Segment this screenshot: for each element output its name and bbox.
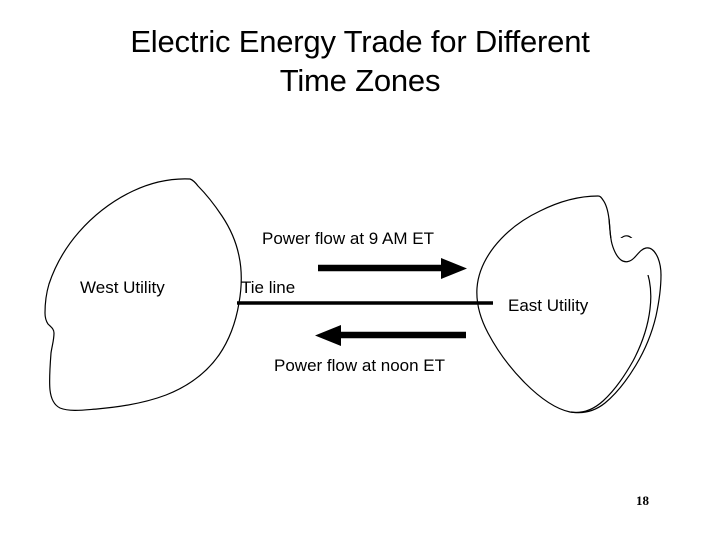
west-utility-shape <box>44 178 242 411</box>
east-utility-notch-outline <box>608 218 662 276</box>
power-flow-bottom-arrow <box>315 325 466 346</box>
east-utility-lower-right-outline <box>570 274 662 414</box>
power-flow-top-arrow <box>318 258 467 279</box>
page-title: Electric Energy Trade for Different Time… <box>130 24 590 98</box>
west-utility-label: West Utility <box>80 278 165 297</box>
tie-line-label: Tie line <box>241 278 296 297</box>
east-utility-label: East Utility <box>508 296 589 315</box>
power-flow-top-label: Power flow at 9 AM ET <box>262 229 434 248</box>
power-flow-bottom-label: Power flow at noon ET <box>274 356 446 375</box>
east-utility-notch <box>580 238 660 275</box>
page-number: 18 <box>636 493 649 508</box>
